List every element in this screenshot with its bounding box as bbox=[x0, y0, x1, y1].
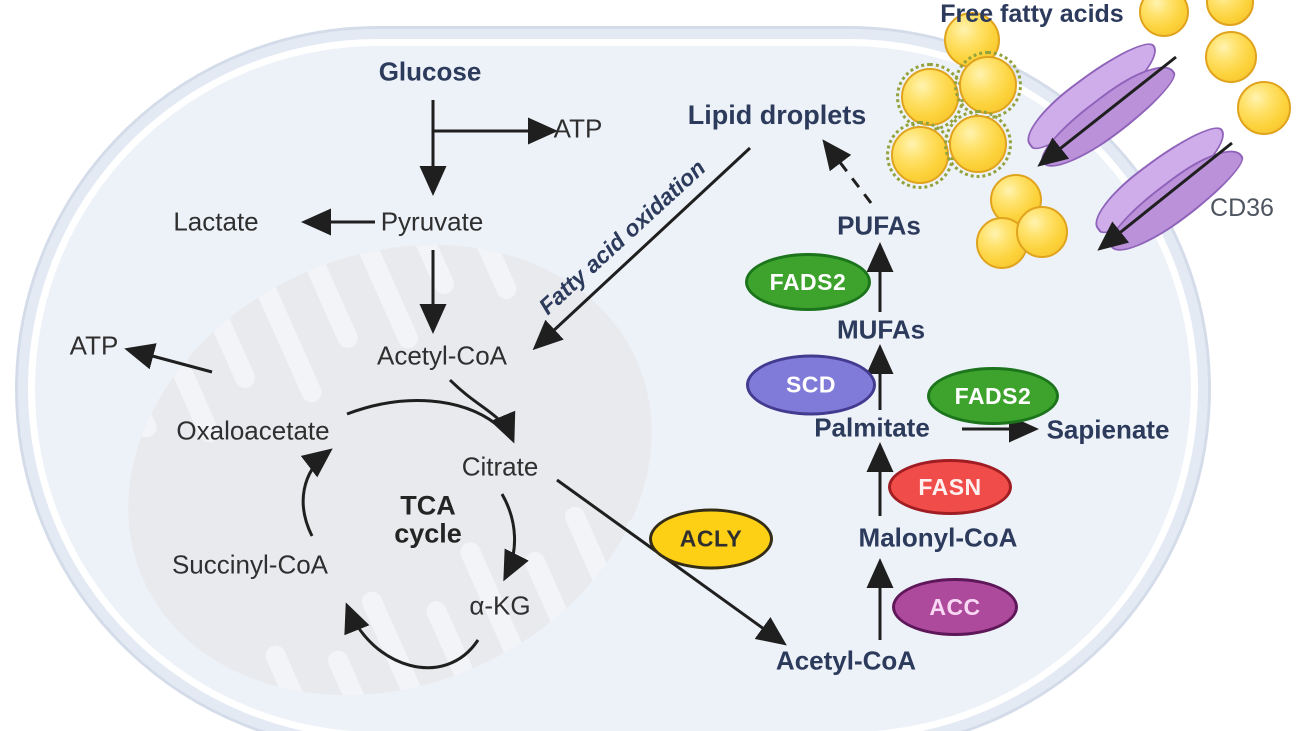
label-mufas: MUFAs bbox=[836, 314, 926, 345]
label-acetyl-coa-mitochondrial: Acetyl-CoA bbox=[376, 340, 508, 371]
fatty-acid-droplet bbox=[1016, 206, 1068, 258]
label-pyruvate: Pyruvate bbox=[380, 206, 484, 237]
label-citrate: Citrate bbox=[461, 451, 539, 482]
fatty-acid-droplet bbox=[1205, 31, 1257, 83]
enzyme-acc: ACC bbox=[892, 578, 1018, 636]
lipid-droplet bbox=[944, 110, 1012, 178]
label-tca-cycle: TCA cycle bbox=[394, 490, 462, 549]
enzyme-fads2-upper: FADS2 bbox=[745, 253, 871, 311]
label-malonyl-coa: Malonyl-CoA bbox=[858, 522, 1018, 553]
lipid-droplet bbox=[896, 63, 964, 131]
lipid-droplet bbox=[886, 121, 954, 189]
label-cd36: CD36 bbox=[1210, 193, 1274, 222]
label-atp-mitochondrial: ATP bbox=[69, 330, 119, 361]
enzyme-fads2-right: FADS2 bbox=[927, 367, 1059, 425]
label-lactate: Lactate bbox=[173, 206, 259, 237]
label-lipid-droplets: Lipid droplets bbox=[687, 99, 867, 130]
enzyme-acly: ACLY bbox=[649, 508, 773, 570]
enzyme-fasn: FASN bbox=[888, 459, 1012, 515]
label-acetyl-coa-cytosolic: Acetyl-CoA bbox=[775, 645, 917, 676]
label-succinyl-coa: Succinyl-CoA bbox=[171, 549, 329, 580]
label-glucose: Glucose bbox=[378, 56, 482, 87]
label-atp-glycolysis: ATP bbox=[553, 113, 603, 144]
label-sapienate: Sapienate bbox=[1046, 414, 1170, 445]
label-alpha-kg: α-KG bbox=[469, 590, 531, 621]
enzyme-scd: SCD bbox=[746, 354, 876, 416]
label-oxaloacetate: Oxaloacetate bbox=[176, 415, 330, 446]
label-palmitate: Palmitate bbox=[814, 412, 930, 443]
fatty-acid-droplet bbox=[1237, 81, 1291, 135]
label-pufas: PUFAs bbox=[837, 210, 921, 241]
lipid-droplet bbox=[954, 51, 1022, 119]
label-free-fatty-acids: Free fatty acids bbox=[940, 0, 1124, 28]
